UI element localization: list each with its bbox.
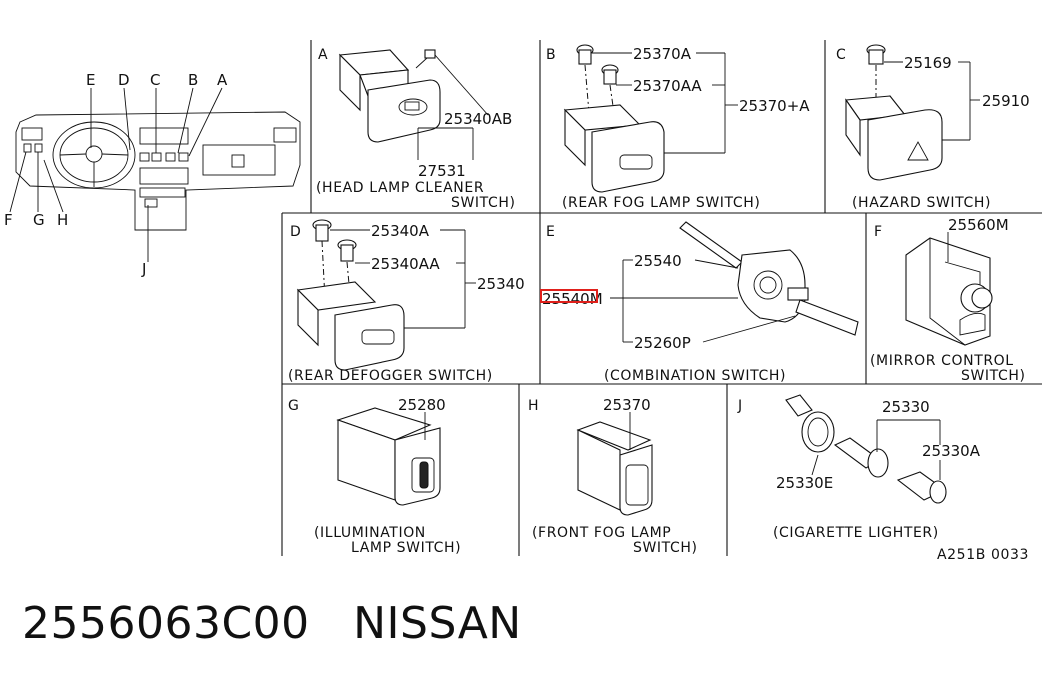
dash-letter-e: E [86,71,95,89]
label-25280: 25280 [398,396,446,414]
panel-f-letter: F [874,224,882,240]
dash-letter-j: J [141,260,146,278]
panel-a-letter: A [318,47,328,63]
panel-d-letter: D [290,224,301,240]
diagram-code: A251B 0033 [937,547,1029,563]
label-25370a: 25370A [633,45,692,63]
dash-letter-g: G [33,211,45,229]
panel-j: J 25330 25330A 25330E (CIGARETTE LIGHTER… [737,394,981,541]
brand-name: NISSAN [353,598,522,649]
dash-letter-d: D [118,71,130,89]
label-25370aa: 25370AA [633,77,702,95]
label-25370-plus-a: 25370+A [739,97,810,115]
label-25540m: 25540M [542,290,603,308]
panel-j-caption: (CIGARETTE LIGHTER) [773,525,939,541]
label-25340aa: 25340AA [371,255,440,273]
label-25169: 25169 [904,54,952,72]
label-27531: 27531 [418,162,466,180]
panel-b-letter: B [546,47,556,63]
label-25910: 25910 [982,92,1030,110]
panel-a-caption-line2: SWITCH) [451,195,516,211]
panel-c: C 25169 25910 (HAZARD SWITCH) [836,44,1030,211]
label-25330: 25330 [882,398,930,416]
panel-h-caption-line1: (FRONT FOG LAMP [532,525,671,541]
part-number: 2556063C00 [22,598,310,649]
panel-h: H 25370 (FRONT FOG LAMP SWITCH) [528,396,698,556]
panel-d: D 25340A 25340AA 25340 (REAR DEFOGGER SW… [288,219,525,384]
panel-c-caption: (HAZARD SWITCH) [852,195,991,211]
panel-h-caption-line2: SWITCH) [633,540,698,556]
panel-g-caption-line2: LAMP SWITCH) [351,540,461,556]
panel-b: B 25370A 25370AA 25370+A (REAR FOG LAMP … [546,44,810,211]
label-25330e: 25330E [776,474,833,492]
label-25340: 25340 [477,275,525,293]
panel-f-caption-line1: (MIRROR CONTROL [870,353,1014,369]
label-25340a: 25340A [371,222,430,240]
dash-letter-a: A [217,71,228,89]
dashboard-overview: E D C B A F G H J [4,71,301,278]
panel-g-letter: G [288,398,299,414]
panel-d-caption: (REAR DEFOGGER SWITCH) [288,368,493,384]
panel-g-caption-line1: (ILLUMINATION [314,525,426,541]
panel-g: G 25280 (ILLUMINATION LAMP SWITCH) [288,396,461,556]
panel-e-caption: (COMBINATION SWITCH) [604,368,786,384]
panel-a-caption-line1: (HEAD LAMP CLEANER [316,180,484,196]
label-25370: 25370 [603,396,651,414]
panel-e-letter: E [546,224,555,240]
highlight-box [540,289,598,303]
panel-b-caption: (REAR FOG LAMP SWITCH) [562,195,760,211]
panel-c-letter: C [836,47,846,63]
dash-letter-c: C [150,71,160,89]
label-25330a: 25330A [922,442,981,460]
panel-j-letter: J [737,398,742,414]
panel-h-letter: H [528,398,539,414]
dash-letter-h: H [57,211,68,229]
panel-f-caption-line2: SWITCH) [961,368,1026,384]
label-25340ab: 25340AB [444,110,512,128]
dash-letter-f: F [4,211,13,229]
label-25540: 25540 [634,252,682,270]
panel-f: F 25560M (MIRROR CONTROL SWITCH) [870,216,1026,384]
panel-a: A 25340AB 27531 (HEAD LAMP CLEANER SWITC… [316,47,516,211]
footer: 2556063C00 NISSAN [22,598,522,649]
grid-lines [281,40,1042,556]
label-25260p: 25260P [634,334,691,352]
label-25560m: 25560M [948,216,1009,234]
panel-e: E 25540 25540M 25260P (COMBINATION SWITC… [540,221,859,384]
dash-letter-b: B [188,71,198,89]
